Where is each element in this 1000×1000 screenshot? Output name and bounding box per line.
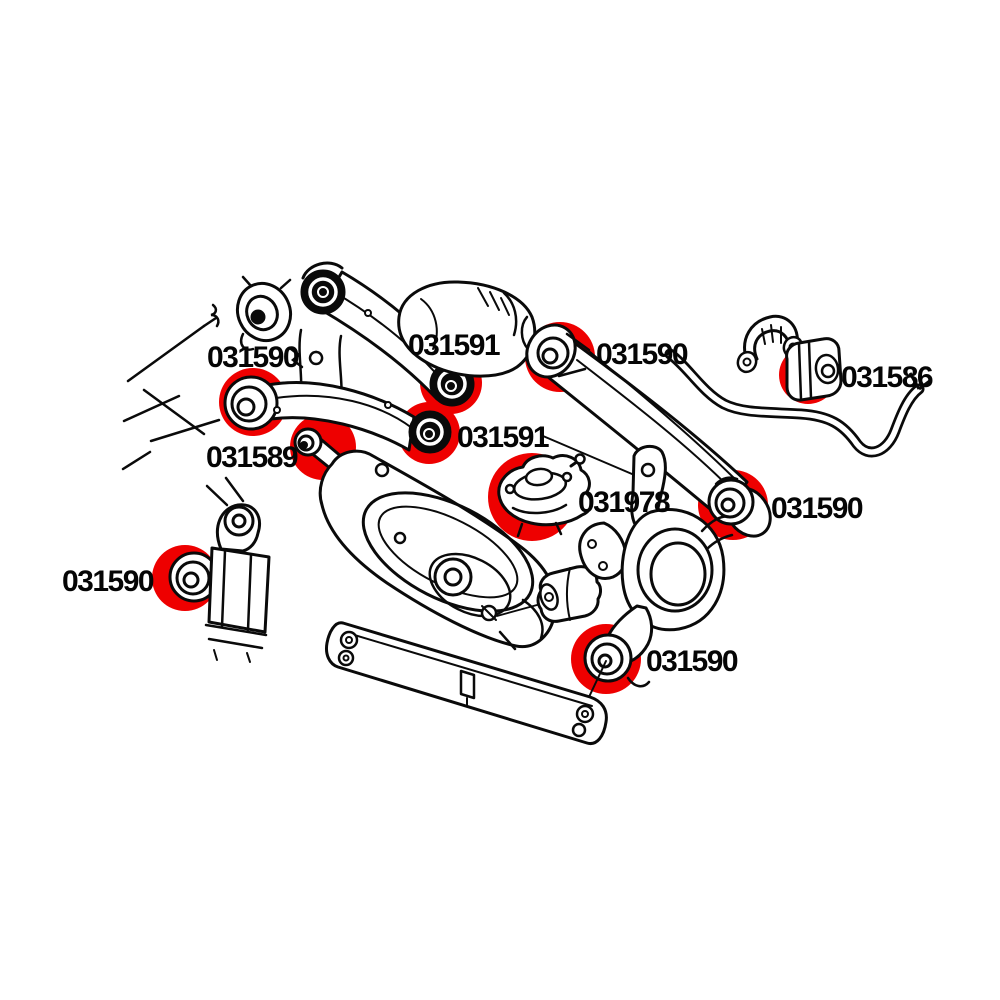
lower-control-arm xyxy=(318,449,558,651)
part-label: 031586 xyxy=(841,361,933,394)
wheel-house-shield xyxy=(397,280,537,378)
subframe-bracket-left xyxy=(168,476,271,663)
link-barrel-bushing xyxy=(536,565,602,623)
wheel-knuckle xyxy=(578,444,734,698)
part-label: 031590 xyxy=(62,565,154,598)
part-label: 031590 xyxy=(596,338,688,371)
part-label: 031978 xyxy=(578,486,670,519)
part-label: 031591 xyxy=(457,421,549,454)
camber-arm xyxy=(223,375,452,454)
part-label: 031589 xyxy=(206,441,298,474)
stabilizer-bar xyxy=(664,348,932,458)
rear-lateral-arm xyxy=(525,323,772,538)
part-label: 031590 xyxy=(771,492,863,525)
part-label: 031590 xyxy=(646,645,738,678)
part-label: 031591 xyxy=(408,329,500,362)
part-label: 031590 xyxy=(207,341,299,374)
trailing-arm-plate xyxy=(325,621,608,746)
shock-mount xyxy=(497,453,593,538)
subframe-eye-bushing xyxy=(235,275,293,351)
stabilizer-bushing xyxy=(785,337,843,402)
part-labels: 031590 031591 031590 031586 031591 03158… xyxy=(62,329,934,678)
